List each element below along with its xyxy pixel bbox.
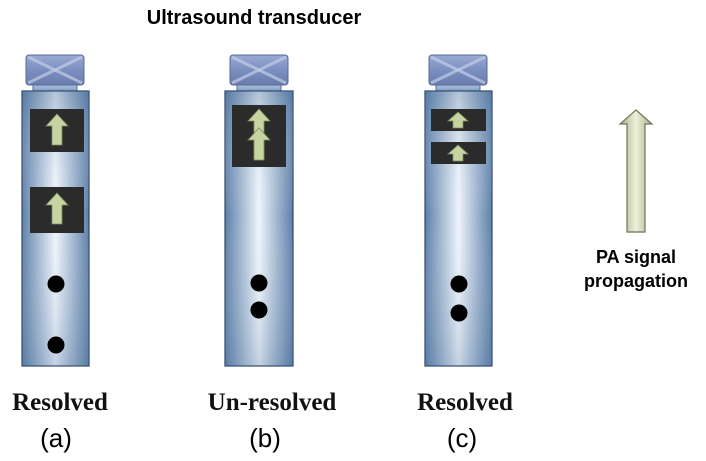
- panel-label-a: (a): [40, 423, 72, 453]
- panel-b: [224, 54, 294, 367]
- target-box-c-2: [431, 142, 486, 164]
- transducer-head-a: [25, 54, 85, 86]
- absorber-dot: [450, 304, 468, 322]
- transducer-head-b: [229, 54, 289, 86]
- absorber-dot: [47, 275, 65, 293]
- arrow-up-icon: [247, 127, 271, 161]
- arrow-up-icon: [446, 144, 470, 162]
- panel-label-c: (c): [447, 423, 477, 453]
- status-label-b: Un-resolved: [208, 389, 337, 416]
- legend-line-1: PA signal: [596, 247, 676, 267]
- absorber-dot: [250, 274, 268, 292]
- panel-a: [21, 54, 90, 367]
- tissue-column-c: [424, 90, 493, 367]
- legend: PA signal propagation: [584, 109, 688, 291]
- status-label-a: Resolved: [12, 389, 108, 416]
- target-box-c-1: [431, 109, 486, 131]
- target-box-b: [232, 105, 286, 167]
- transducer-head-c: [428, 54, 488, 86]
- absorber-dot: [450, 275, 468, 293]
- arrow-up-icon: [45, 192, 69, 225]
- absorber-dot: [47, 336, 65, 354]
- legend-line-2: propagation: [584, 271, 688, 291]
- diagram-title: Ultrasound transducer: [147, 7, 362, 29]
- panel-label-b: (b): [249, 423, 281, 453]
- propagation-arrow-icon: [618, 109, 654, 233]
- status-label-c: Resolved: [417, 389, 513, 416]
- target-box-a-2: [30, 187, 84, 233]
- arrow-up-icon: [45, 113, 69, 146]
- arrow-up-icon: [446, 111, 470, 129]
- target-box-a-1: [30, 109, 84, 152]
- absorber-dot: [250, 301, 268, 319]
- panel-c: [424, 54, 493, 367]
